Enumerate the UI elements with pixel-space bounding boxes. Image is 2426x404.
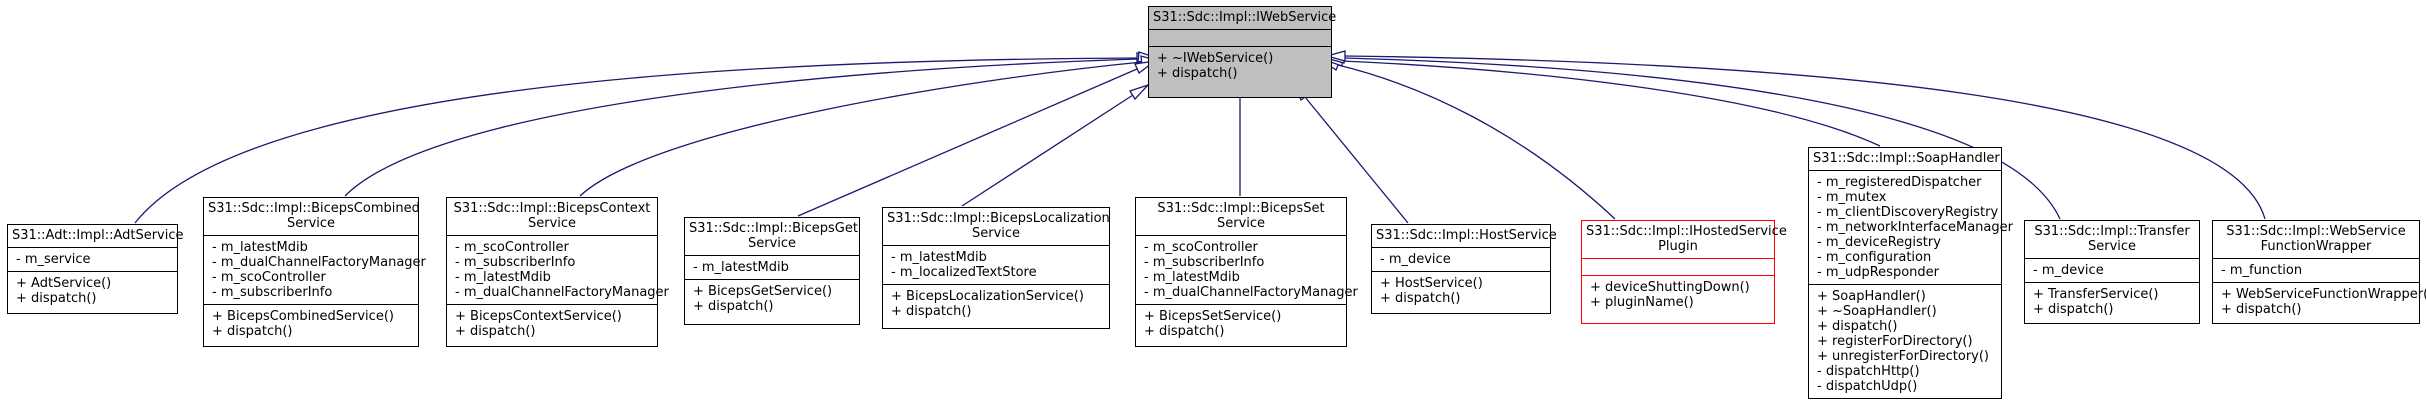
methods-section: + SoapHandler() + ~SoapHandler() + dispa… xyxy=(1809,284,2001,398)
edge-wsfw xyxy=(1344,55,2266,220)
methods-section: + BicepsSetService() + dispatch() xyxy=(1136,304,1346,343)
arrowhead-wsfw xyxy=(1324,50,1346,62)
class-box-transfer: S31::Sdc::Impl::Transfer Service - m_dev… xyxy=(2024,220,2200,324)
methods-section: + AdtService() + dispatch() xyxy=(8,271,177,310)
methods-section: + BicepsLocalizationService() + dispatch… xyxy=(883,284,1109,323)
methods-section: + BicepsContextService() + dispatch() xyxy=(447,304,657,343)
class-box-soap-handler: S31::Sdc::Impl::SoapHandler - m_register… xyxy=(1808,147,2013,399)
class-name: S31::Sdc::Impl::IWebService xyxy=(1153,10,1337,25)
edge-biceps-localization xyxy=(961,94,1134,207)
attributes-section: - m_device xyxy=(1372,247,1550,271)
attributes-section: - m_function xyxy=(2213,258,2419,282)
class-name: S31::Sdc::Impl::Transfer Service xyxy=(2034,224,2190,254)
attributes-section xyxy=(1582,258,1774,275)
methods-section: + ~IWebService() + dispatch() xyxy=(1149,46,1331,85)
class-name: S31::Sdc::Impl::HostService xyxy=(1376,228,1557,243)
attributes-section: - m_scoController - m_subscriberInfo - m… xyxy=(447,235,669,304)
class-box-host: S31::Sdc::Impl::HostService - m_device +… xyxy=(1371,224,1557,314)
class-box-iwebservice: S31::Sdc::Impl::IWebService + ~IWebServi… xyxy=(1148,6,1337,98)
class-box-adt: S31::Adt::Impl::AdtService - m_service +… xyxy=(7,224,184,314)
class-name: S31::Sdc::Impl::BicepsLocalization Servi… xyxy=(887,211,1110,241)
attributes-section: - m_latestMdib xyxy=(685,255,859,279)
class-box-ihosted-service-plugin: S31::Sdc::Impl::IHostedService Plugin + … xyxy=(1581,220,1787,324)
class-name: S31::Sdc::Impl::SoapHandler xyxy=(1813,151,2000,166)
methods-section: + HostService() + dispatch() xyxy=(1372,271,1550,310)
attributes-section: - m_device xyxy=(2025,258,2199,282)
class-name: S31::Sdc::Impl::BicepsContext Service xyxy=(453,201,651,231)
methods-section: + TransferService() + dispatch() xyxy=(2025,282,2199,321)
class-name: S31::Sdc::Impl::IHostedService Plugin xyxy=(1586,224,1787,254)
class-name: S31::Adt::Impl::AdtService xyxy=(12,228,184,243)
class-name: S31::Sdc::Impl::WebService FunctionWrapp… xyxy=(2226,224,2406,254)
attributes-section: - m_service xyxy=(8,247,177,271)
methods-section: + BicepsGetService() + dispatch() xyxy=(685,279,859,318)
edge-biceps-context xyxy=(579,61,1143,197)
attributes-section: - m_latestMdib - m_localizedTextStore xyxy=(883,245,1109,284)
attributes-section: - m_scoController - m_subscriberInfo - m… xyxy=(1136,235,1358,304)
edge-host xyxy=(1304,96,1409,224)
class-name: S31::Sdc::Impl::BicepsGet Service xyxy=(689,221,858,251)
edge-biceps-get xyxy=(797,68,1138,217)
edge-ihosted xyxy=(1337,64,1616,220)
class-box-biceps-set: S31::Sdc::Impl::BicepsSet Service - m_sc… xyxy=(1135,197,1358,347)
class-name: S31::Sdc::Impl::BicepsCombined Service xyxy=(208,201,420,231)
edge-biceps-combined xyxy=(344,58,1139,197)
attributes-section: - m_registeredDispatcher - m_mutex - m_c… xyxy=(1809,170,2013,284)
class-box-webservice-function-wrapper: S31::Sdc::Impl::WebService FunctionWrapp… xyxy=(2212,220,2426,324)
arrowhead-biceps-localization xyxy=(1129,84,1149,101)
class-box-biceps-combined: S31::Sdc::Impl::BicepsCombined Service -… xyxy=(203,197,426,347)
edge-soap xyxy=(1341,60,1881,147)
class-name: S31::Sdc::Impl::BicepsSet Service xyxy=(1157,201,1325,231)
class-box-biceps-localization: S31::Sdc::Impl::BicepsLocalization Servi… xyxy=(882,207,1110,329)
edge-transfer xyxy=(1343,57,2061,220)
attributes-section xyxy=(1149,29,1331,46)
methods-section: + BicepsCombinedService() + dispatch() xyxy=(204,304,418,343)
edge-adt xyxy=(134,57,1138,224)
attributes-section: - m_latestMdib - m_dualChannelFactoryMan… xyxy=(204,235,426,304)
class-box-biceps-get: S31::Sdc::Impl::BicepsGet Service - m_la… xyxy=(684,217,860,325)
methods-section: + WebServiceFunctionWrapper() + dispatch… xyxy=(2213,282,2426,321)
methods-section: + deviceShuttingDown() + pluginName() xyxy=(1582,275,1774,314)
class-box-biceps-context: S31::Sdc::Impl::BicepsContext Service - … xyxy=(446,197,669,347)
